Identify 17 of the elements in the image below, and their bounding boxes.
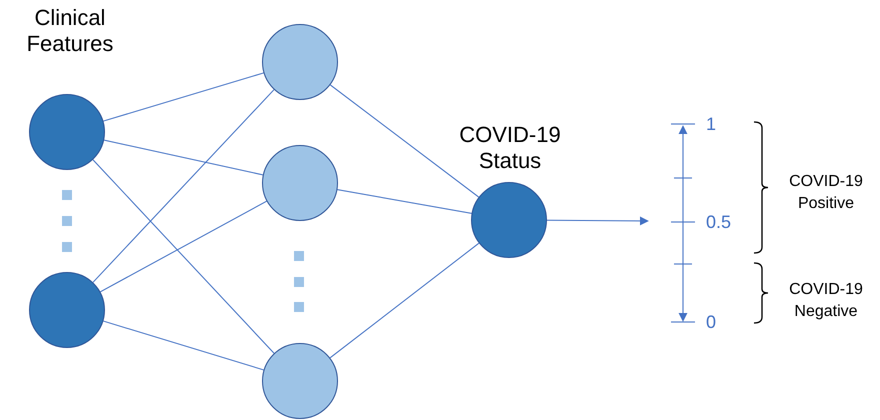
- connection-line: [104, 140, 264, 176]
- layer-heading: Clinical Features: [26, 5, 114, 57]
- scale-value: 0.5: [706, 211, 732, 234]
- connection-line: [102, 320, 264, 370]
- connection-line: [336, 189, 472, 214]
- connection-line: [92, 89, 274, 283]
- class-label: COVID-19 Negative: [788, 280, 864, 322]
- scale-value: 0: [706, 311, 718, 334]
- scale-value: 1: [706, 113, 718, 136]
- connection-line: [330, 84, 480, 198]
- connection-line: [92, 159, 275, 354]
- connection-line: [102, 72, 264, 122]
- class-label: COVID-19 Positive: [788, 172, 864, 214]
- arrow: [546, 216, 649, 226]
- connection-line: [330, 242, 480, 358]
- connection-line: [100, 200, 268, 292]
- layer-heading: COVID-19 Status: [458, 122, 562, 174]
